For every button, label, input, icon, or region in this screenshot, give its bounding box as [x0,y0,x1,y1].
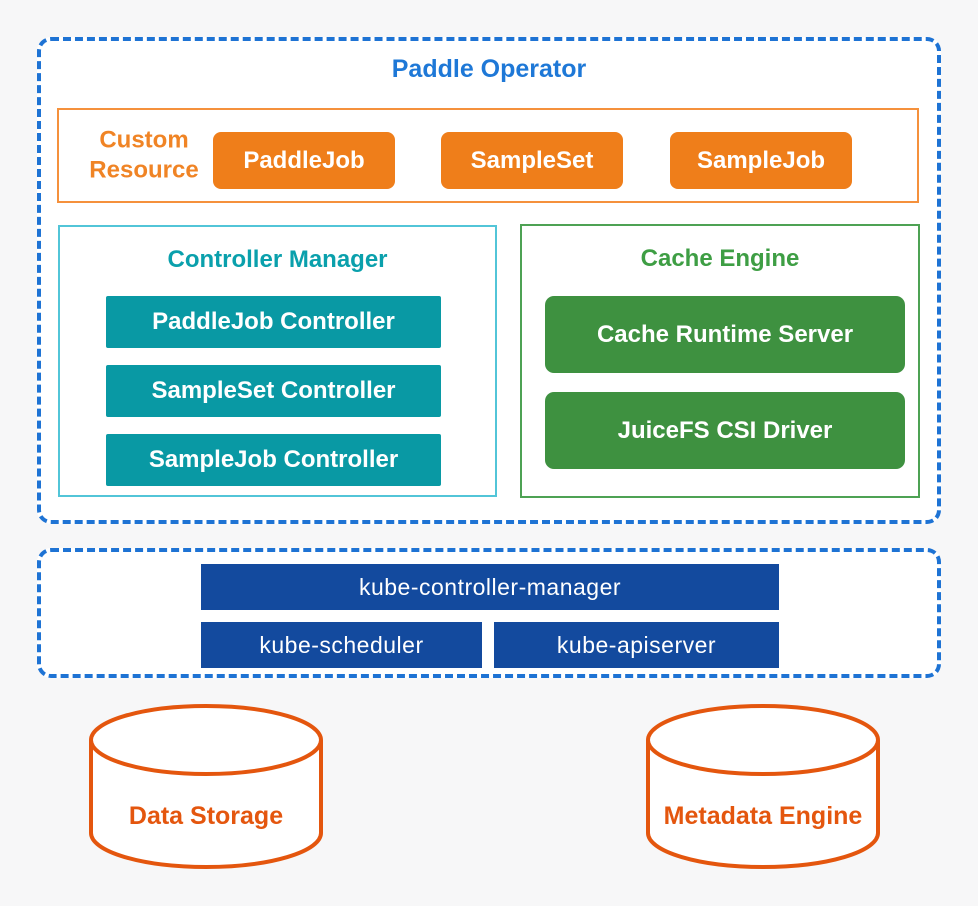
node-juicefs-csi-driver: JuiceFS CSI Driver [545,392,905,469]
node-paddlejob: PaddleJob [213,132,395,189]
controller-manager-title: Controller Manager [167,246,388,273]
paddle-operator-group: Paddle Operator Custom Resource PaddleJo… [37,37,941,524]
controller-manager-group: Controller Manager PaddleJob Controller … [58,225,497,497]
data-storage-label: Data Storage [128,802,284,830]
kubernetes-group: kube-controller-manager kube-scheduler k… [37,548,941,678]
node-paddlejob-controller: PaddleJob Controller [106,296,441,348]
database-cylinder-icon [89,704,323,869]
cache-engine-title: Cache Engine [640,245,800,272]
node-kube-controller-manager: kube-controller-manager [201,564,779,610]
node-samplejob: SampleJob [670,132,852,189]
node-kube-apiserver: kube-apiserver [494,622,779,668]
node-samplejob-controller: SampleJob Controller [106,434,441,486]
node-kube-scheduler: kube-scheduler [201,622,482,668]
paddle-operator-title: Paddle Operator [391,55,587,83]
node-sampleset-controller: SampleSet Controller [106,365,441,417]
metadata-engine-cylinder: Metadata Engine [642,703,884,870]
data-storage-cylinder: Data Storage [85,703,327,870]
node-cache-runtime-server: Cache Runtime Server [545,296,905,373]
database-cylinder-icon [646,704,880,869]
metadata-engine-label: Metadata Engine [663,802,863,830]
cache-engine-group: Cache Engine Cache Runtime Server JuiceF… [520,224,920,498]
node-sampleset: SampleSet [441,132,623,189]
custom-resource-group: Custom Resource PaddleJob SampleSet Samp… [57,108,919,203]
custom-resource-label: Custom Resource [89,125,199,184]
